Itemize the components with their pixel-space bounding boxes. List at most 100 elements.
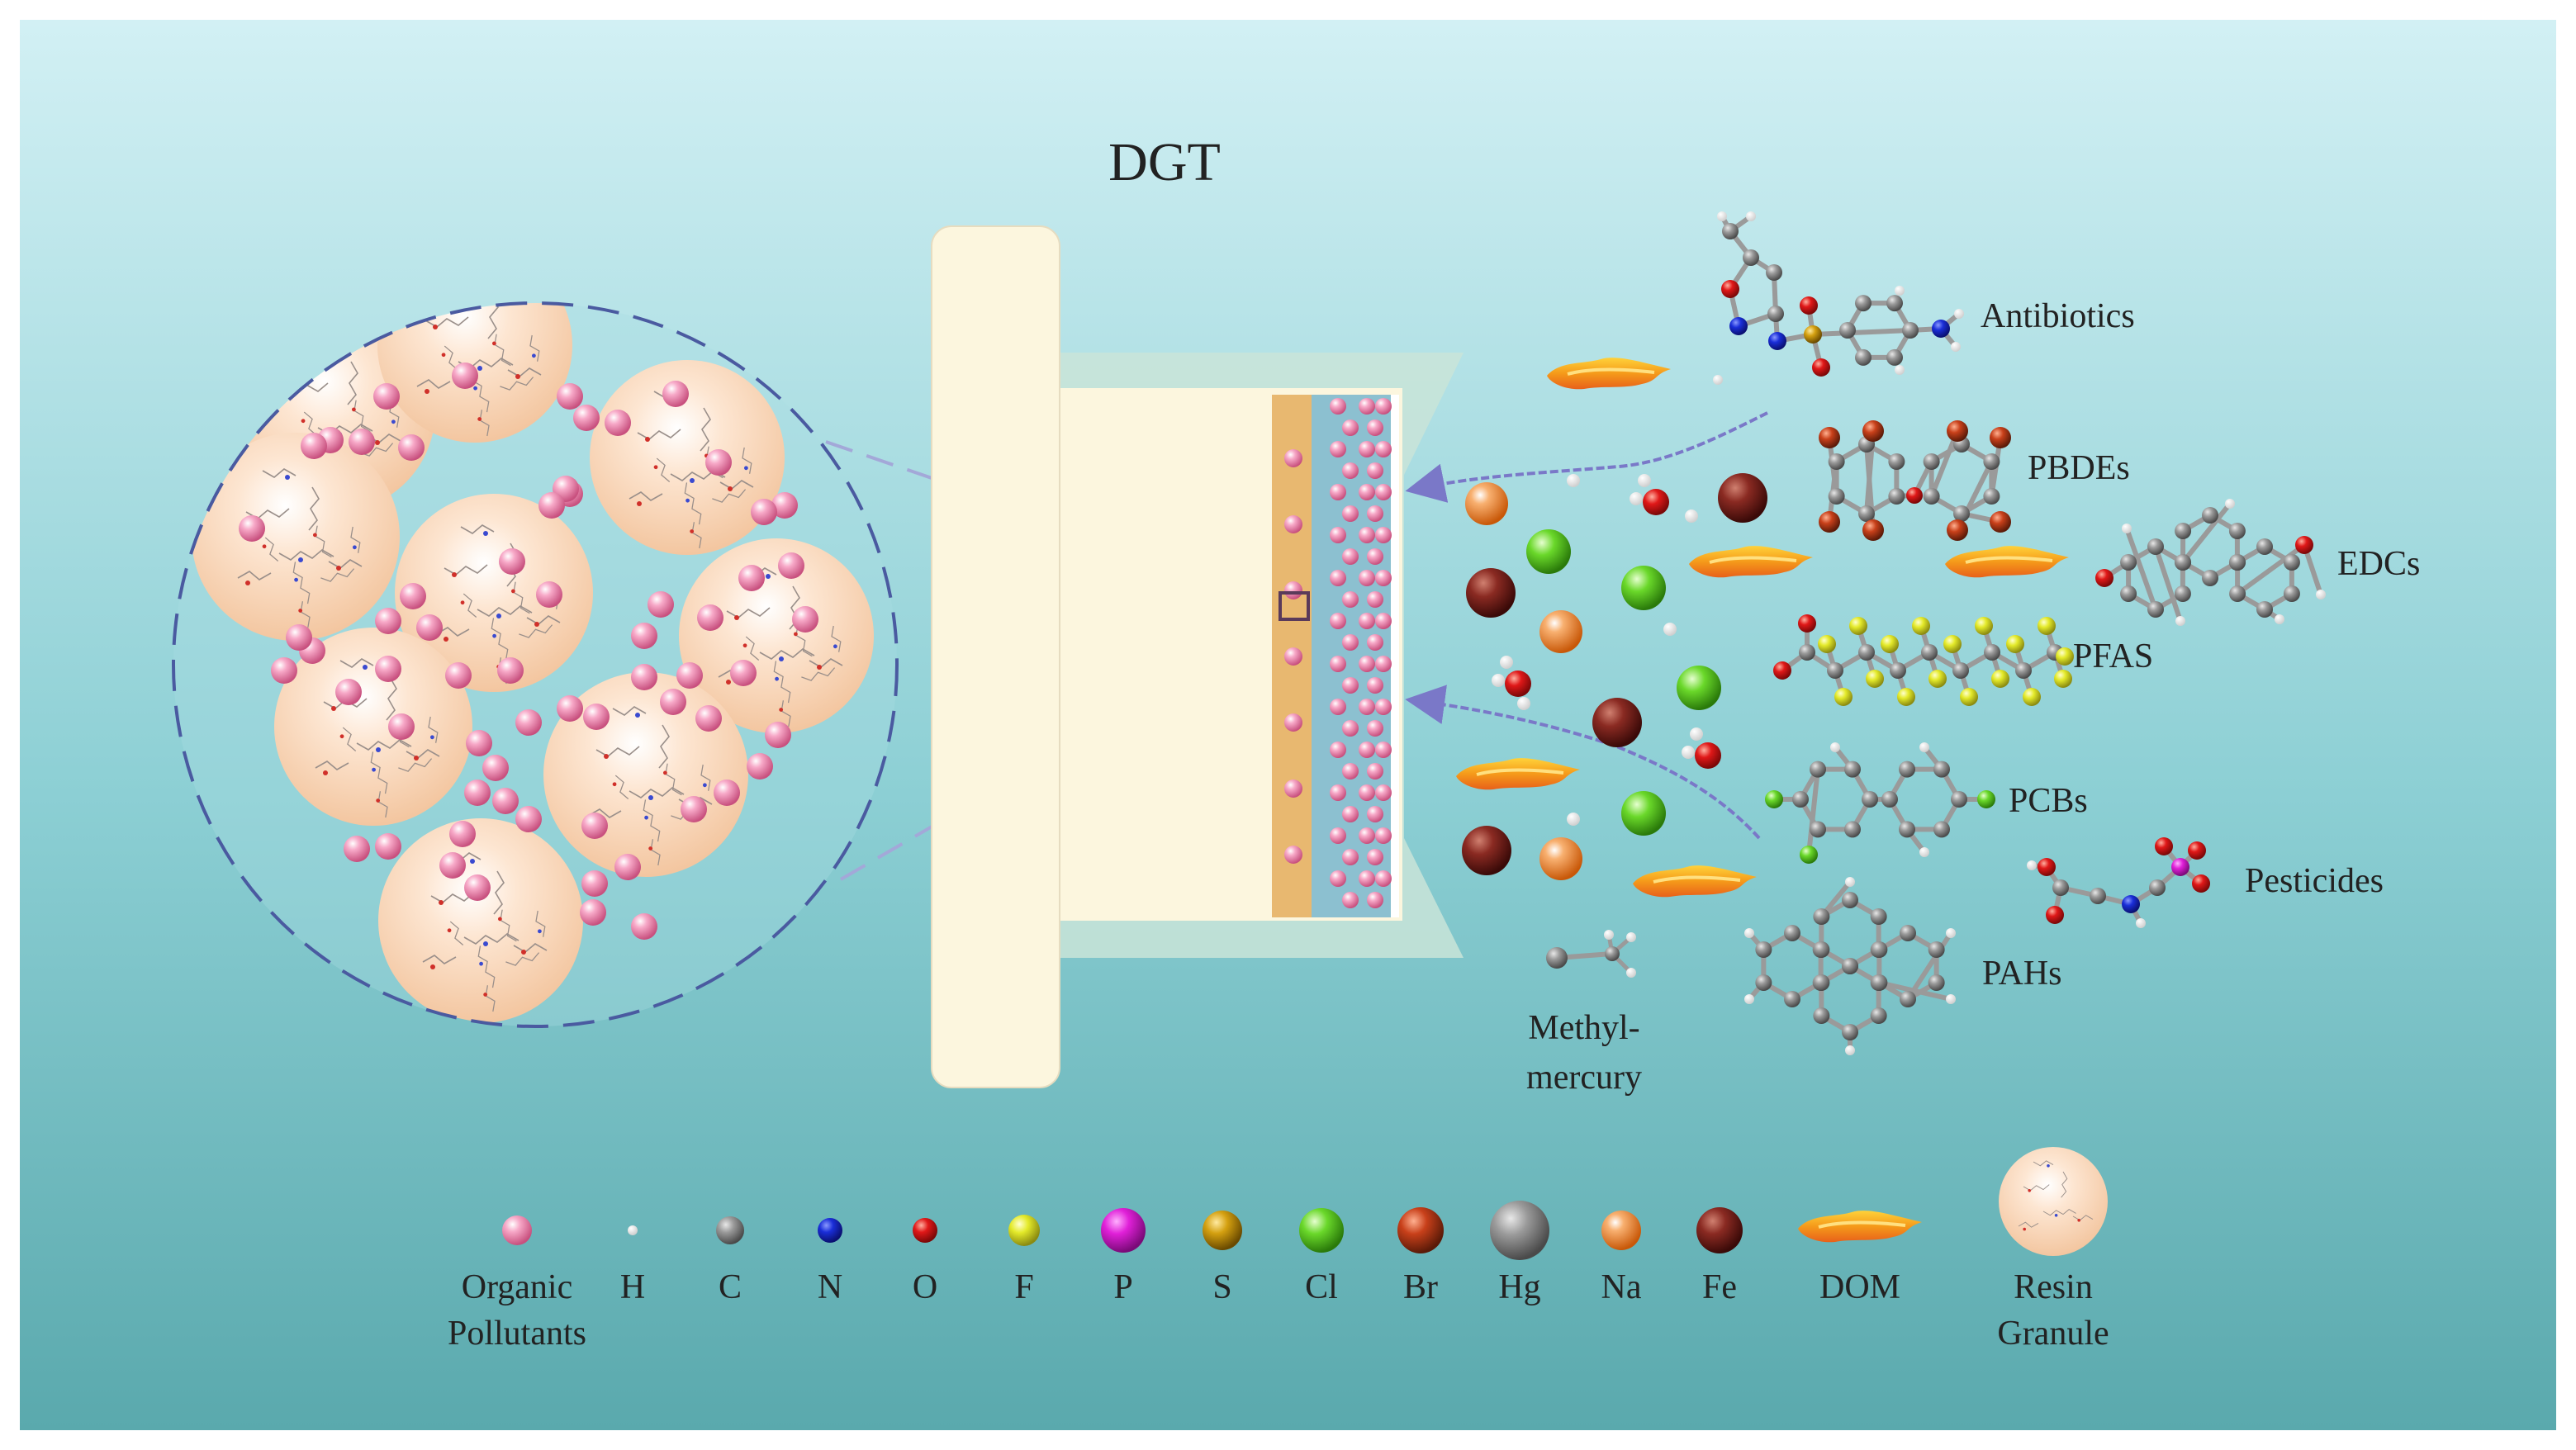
bound-pollutant [1284, 846, 1302, 864]
organic-pollutant [730, 660, 757, 686]
hydrogen-atom [1682, 746, 1695, 759]
organic-pollutant [648, 591, 674, 618]
organic-pollutant [349, 429, 375, 455]
diffusing-pollutant [1330, 441, 1346, 457]
diagram-title: DGT [1108, 132, 1221, 192]
legend-item-na: Na [1601, 1211, 1642, 1306]
organic-pollutant [614, 854, 641, 880]
iron-ion [1466, 568, 1516, 618]
pahs-molecule [1744, 877, 1956, 1055]
legend-item-n: N [818, 1218, 842, 1306]
diffusing-pollutant [1375, 827, 1392, 844]
diffusing-pollutant [1330, 398, 1346, 415]
organic-pollutant [631, 913, 657, 940]
diffusing-pollutant [1330, 613, 1346, 629]
diffusing-pollutant [1330, 699, 1346, 715]
organic-pollutant [662, 381, 689, 407]
organic-pollutant [538, 492, 565, 519]
legend-item-h: H [620, 1225, 645, 1306]
hydrogen-atom [1663, 623, 1677, 636]
diffusing-pollutant [1342, 763, 1359, 779]
organic-pollutant [714, 779, 740, 806]
sodium-ion [1539, 837, 1582, 880]
cl-legend-icon [1299, 1208, 1344, 1253]
s-legend-icon [1203, 1211, 1242, 1250]
bound-pollutant [1284, 713, 1302, 732]
organic-pollutant [695, 705, 722, 732]
antibiotics-molecule [1713, 211, 1964, 385]
organic-pollutant [497, 657, 524, 684]
resin-granule [274, 628, 472, 826]
legend-item-o: O [913, 1218, 937, 1306]
methylmercury-molecule [1546, 930, 1636, 978]
organic-pollutant [631, 623, 657, 649]
organic-pollutant [738, 565, 765, 591]
chlorine-ion [1677, 666, 1721, 710]
legend-label: Organic [462, 1268, 573, 1306]
diffusing-pollutant [1359, 742, 1375, 758]
bound-pollutant [1284, 779, 1302, 798]
diffusing-pollutant [1375, 699, 1392, 715]
diffusing-pollutant [1375, 613, 1392, 629]
organic-pollutant [335, 679, 362, 705]
legend-label: Na [1601, 1268, 1642, 1306]
organic-pollutant [499, 548, 525, 575]
chlorine-ion [1621, 566, 1666, 610]
chlorine-ion [1526, 529, 1571, 574]
diffusing-pollutant [1375, 870, 1392, 887]
hydrogen-atom [1638, 474, 1651, 487]
dgt-piston [931, 225, 1060, 1088]
diffusing-pollutant [1375, 656, 1392, 672]
filter-membrane [1391, 395, 1399, 917]
legend-label: H [620, 1268, 645, 1306]
legend-label-line2: Pollutants [448, 1315, 586, 1353]
organic-legend-icon [502, 1215, 532, 1245]
legend-item-br: Br [1397, 1207, 1444, 1306]
organic-pollutant [697, 604, 723, 631]
organic-pollutant [631, 664, 657, 690]
organic-pollutant [271, 657, 297, 684]
resin-granule [377, 303, 572, 443]
organic-pollutant [557, 695, 583, 722]
diffusing-pollutant [1342, 677, 1359, 694]
magnify-circle [172, 301, 899, 1028]
diffusing-pollutant [1342, 634, 1359, 651]
uptake-arrow-bottom [1405, 685, 1761, 840]
diffusing-pollutant [1367, 419, 1383, 436]
organic-pollutant [239, 515, 265, 542]
resin-granule [395, 494, 593, 692]
organic-pollutant [445, 662, 472, 689]
diffusing-pollutant [1375, 742, 1392, 758]
hydrogen-atom [1517, 697, 1530, 710]
legend-label: S [1212, 1268, 1231, 1306]
legend-label: N [818, 1268, 842, 1306]
bound-pollutant [1284, 449, 1302, 467]
organic-pollutant [515, 806, 542, 832]
organic-pollutant [557, 383, 583, 410]
legend-label-line2: Granule [1997, 1315, 2109, 1353]
organic-pollutant [439, 852, 466, 879]
diffusing-pollutant [1359, 699, 1375, 715]
diffusing-pollutant [1342, 591, 1359, 608]
legend-item-cl: Cl [1299, 1208, 1344, 1306]
diffusing-pollutant [1342, 892, 1359, 908]
br-legend-icon [1397, 1207, 1444, 1253]
organic-pollutant [482, 755, 509, 781]
organic-pollutant [515, 709, 542, 736]
organic-pollutant [765, 722, 791, 748]
label-methylmercury-2: mercury [1526, 1059, 1642, 1097]
fe-legend-icon [1696, 1207, 1743, 1253]
organic-pollutant [492, 788, 519, 814]
diffusing-pollutant [1367, 634, 1383, 651]
diffusing-pollutant [1359, 613, 1375, 629]
legend-item-hg: Hg [1490, 1201, 1549, 1306]
pesticides-molecule [2027, 837, 2210, 928]
legend-item-s: S [1203, 1211, 1242, 1306]
legend-label: P [1113, 1268, 1132, 1306]
organic-pollutant [344, 836, 370, 862]
label-methylmercury-1: Methyl- [1528, 1009, 1639, 1047]
organic-pollutant [573, 405, 600, 431]
